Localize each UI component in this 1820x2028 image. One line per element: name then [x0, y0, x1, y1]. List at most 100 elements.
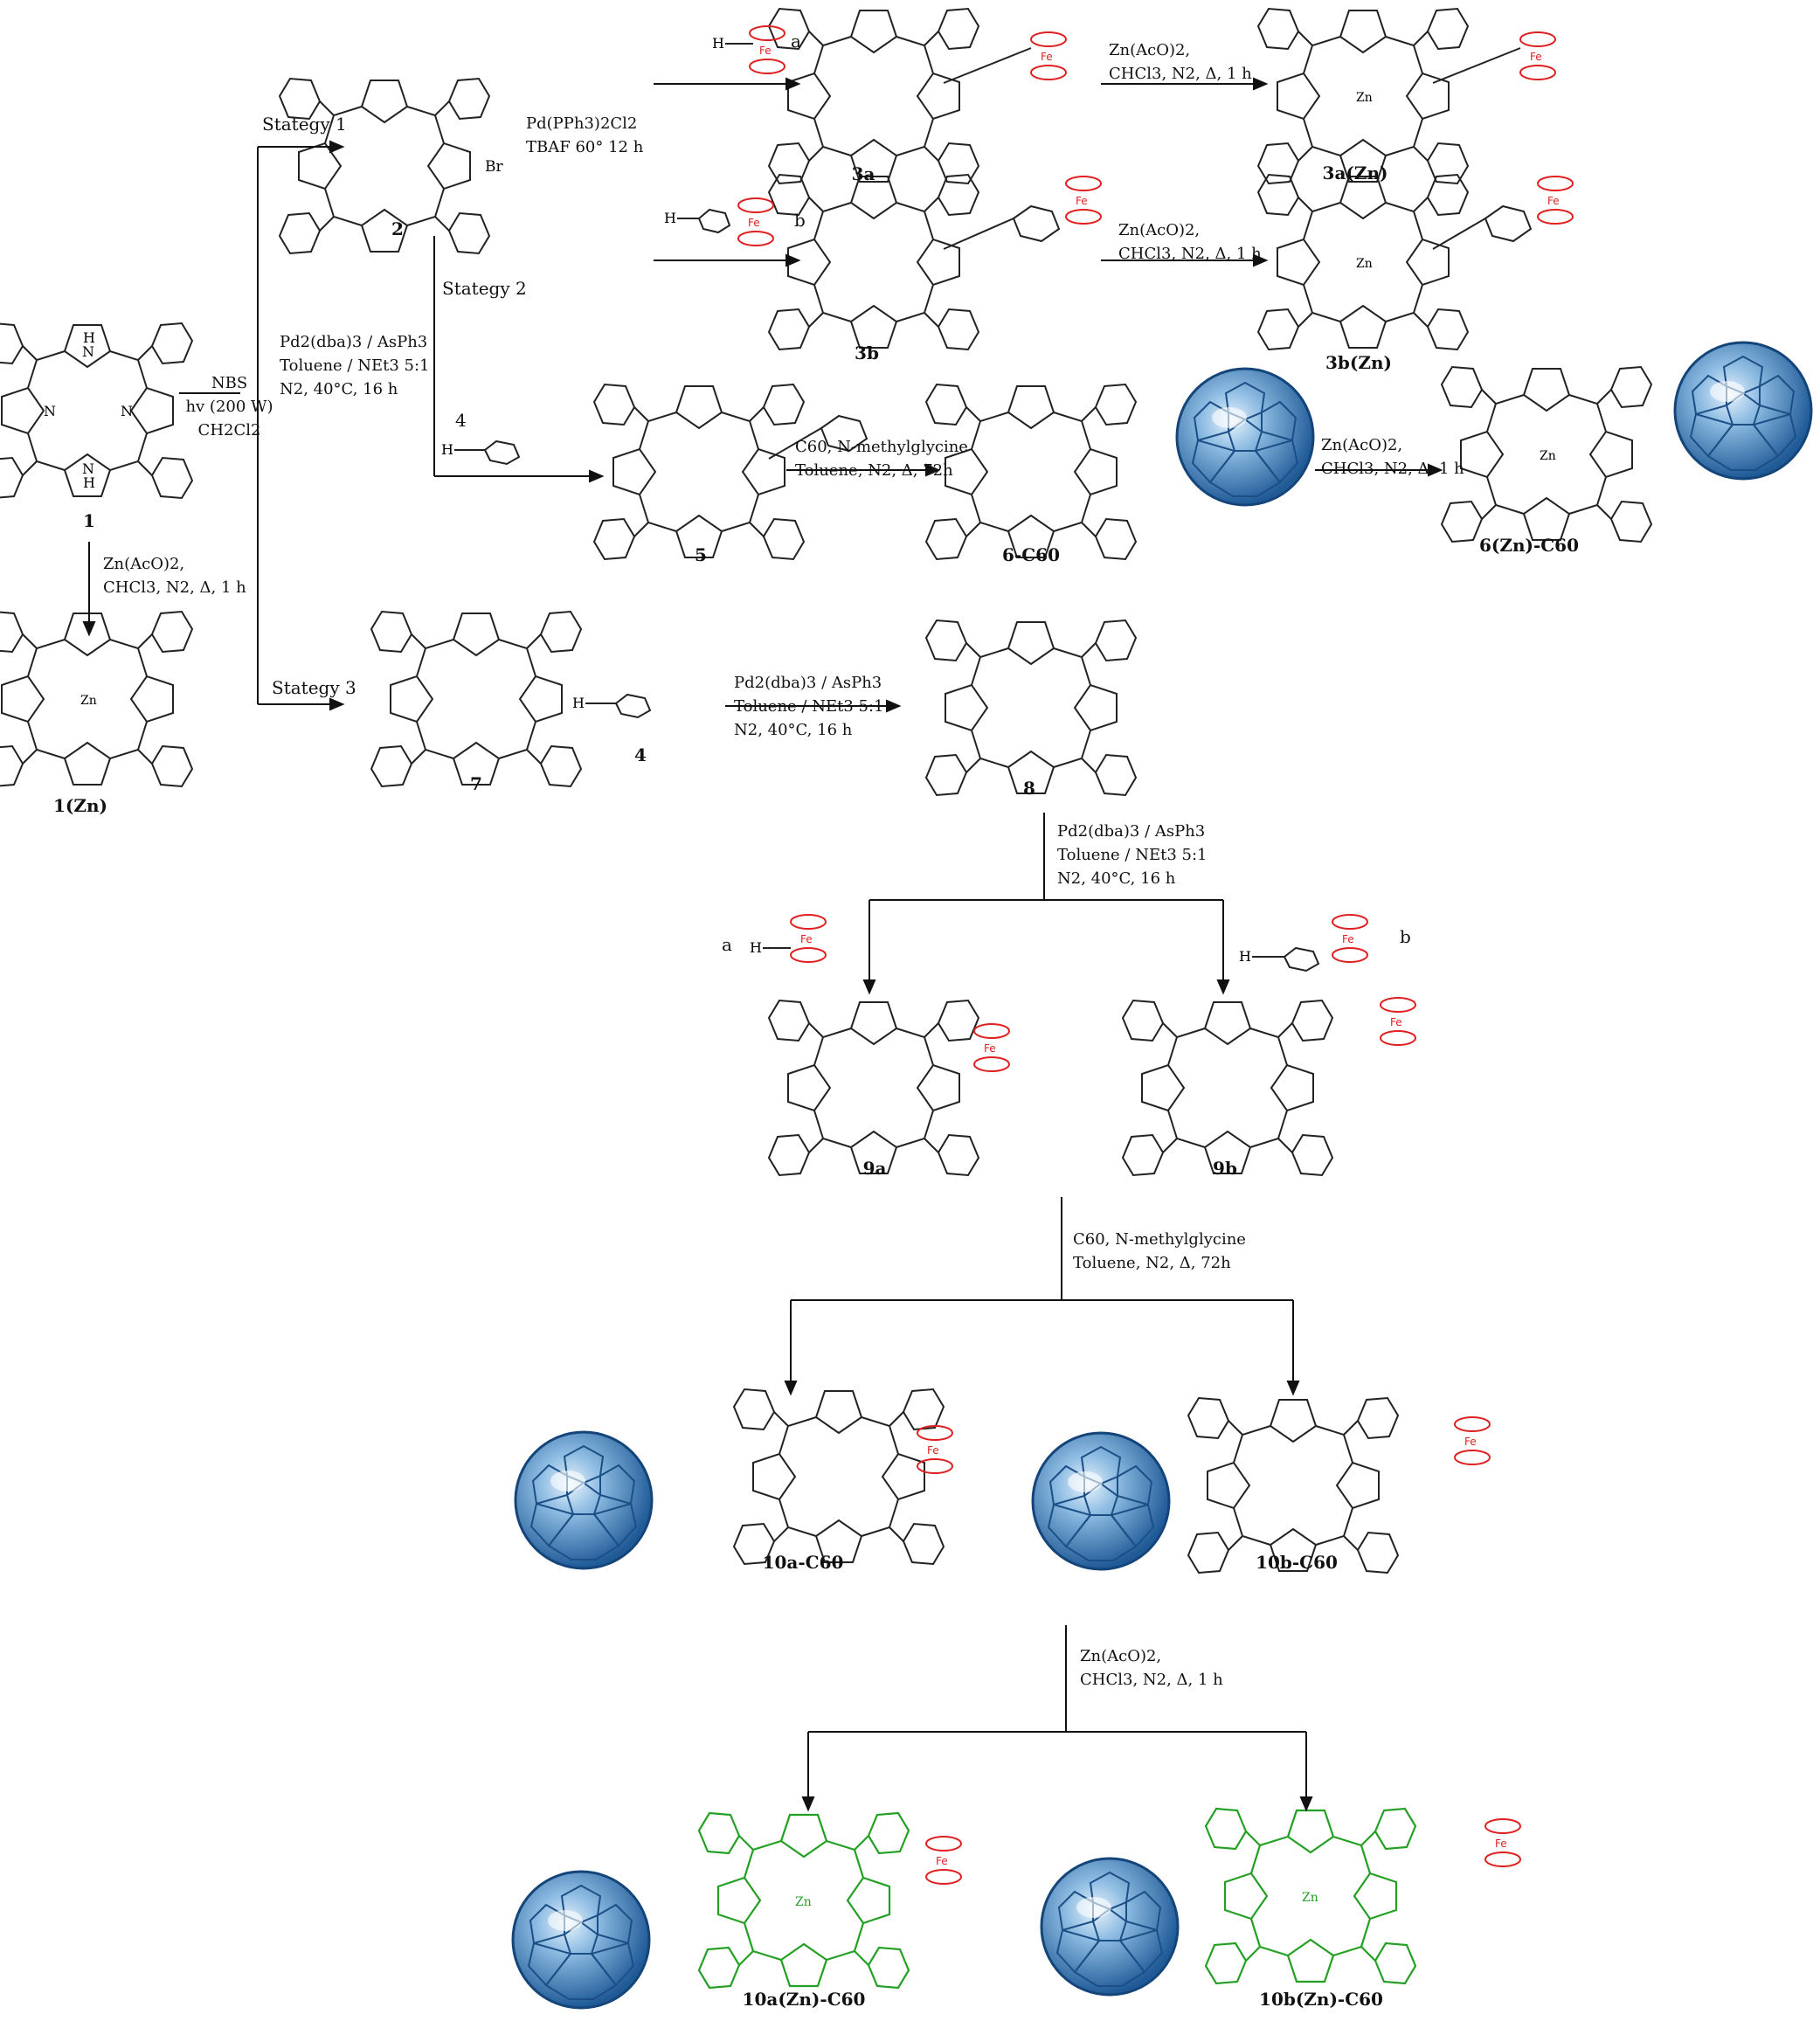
- compound-label-10a: 10a-C60: [762, 1552, 844, 1573]
- compound-label-3b: 3b: [855, 343, 879, 363]
- reagent-b-bottom: H: [1239, 914, 1368, 972]
- condition-line: Toluene / NEt3 5:1: [734, 697, 884, 716]
- condition-line: CH2Cl2: [197, 421, 261, 440]
- svg-text:H: H: [750, 939, 762, 956]
- condition-line: C60, N-methylglycine: [1073, 1230, 1246, 1249]
- svg-text:H: H: [441, 441, 453, 458]
- reagent-4-top: H: [441, 440, 521, 466]
- condition-line: Pd2(dba)3 / AsPh3: [1057, 822, 1206, 841]
- condition-line: Zn(AcO)2,: [103, 555, 185, 573]
- condition-line: CHCl3, N2, Δ, 1 h: [103, 578, 246, 597]
- conditions-pd-dba-lower: Pd2(dba)3 / AsPh3 Toluene / NEt3 5:1 N2,…: [1057, 820, 1207, 890]
- compound-label-5: 5: [695, 544, 707, 565]
- structure-6zn: Zn: [1441, 341, 1813, 543]
- condition-line: Pd2(dba)3 / AsPh3: [280, 333, 428, 351]
- condition-line: C60, N-methylglycine: [795, 438, 968, 456]
- structure-9a: [768, 1000, 1010, 1176]
- condition-line: NBS: [211, 374, 248, 392]
- svg-text:Zn: Zn: [80, 694, 97, 708]
- reagent-tag-b: b: [794, 210, 806, 231]
- compound-label-6: 6-C60: [1002, 544, 1060, 565]
- compound-label-3azn: 3a(Zn): [1322, 163, 1388, 183]
- svg-text:Zn: Zn: [795, 1895, 812, 1909]
- condition-line: Zn(AcO)2,: [1109, 41, 1191, 59]
- condition-line: hv (200 W): [185, 398, 273, 416]
- structure-3a: [768, 8, 1067, 184]
- conditions-zn-6: Zn(AcO)2, CHCl3, N2, Δ, 1 h: [1321, 433, 1464, 481]
- svg-text:N: N: [121, 403, 133, 419]
- compound-label-1: 1: [83, 510, 95, 531]
- condition-line: N2, 40°C, 16 h: [1057, 869, 1176, 888]
- structure-3bzn: Zn: [1257, 174, 1574, 350]
- svg-text:H: H: [83, 474, 95, 491]
- condition-line: TBAF 60° 12 h: [526, 138, 644, 156]
- compound-label-10b: 10b-C60: [1256, 1552, 1338, 1573]
- reagent-tag-a-bottom: a: [722, 934, 732, 955]
- svg-text:H: H: [1239, 948, 1251, 965]
- condition-line: CHCl3, N2, Δ, 1 h: [1080, 1671, 1223, 1689]
- compound-label-8: 8: [1023, 778, 1035, 799]
- structure-8: [925, 619, 1137, 796]
- reagent-a-bottom: H: [750, 914, 827, 963]
- condition-line: Pd(PPh3)2Cl2: [526, 114, 638, 133]
- compound-label-3bzn: 3b(Zn): [1325, 352, 1392, 373]
- svg-text:H: H: [712, 35, 724, 52]
- reagent-ethynylferrocene-top: H: [712, 25, 785, 74]
- structure-10bzn: Zn: [1040, 1807, 1521, 1997]
- strategy-1-label: Stategy 1: [262, 114, 347, 135]
- conditions-c60-bottom: C60, N-methylglycine Toluene, N2, Δ, 72h: [1073, 1228, 1246, 1275]
- condition-line: Zn(AcO)2,: [1080, 1647, 1162, 1665]
- condition-line: CHCl3, N2, Δ, 1 h: [1109, 65, 1252, 83]
- reagent-tag-b-bottom: b: [1400, 926, 1411, 947]
- compound-label-4-top: 4: [455, 410, 467, 431]
- condition-line: Zn(AcO)2,: [1321, 436, 1403, 454]
- condition-line: N2, 40°C, 16 h: [280, 380, 398, 398]
- svg-text:Zn: Zn: [1302, 1891, 1318, 1905]
- structure-6: [925, 367, 1315, 560]
- conditions-nbs: NBS hv (200 W) CH2Cl2: [179, 371, 280, 442]
- compound-label-1zn: 1(Zn): [53, 795, 107, 816]
- conditions-c60-top: C60, N-methylglycine Toluene, N2, Δ, 72h: [795, 435, 968, 482]
- compound-label-10bzn: 10b(Zn)-C60: [1259, 1989, 1383, 2010]
- condition-line: Toluene / NEt3 5:1: [1057, 846, 1208, 864]
- structure-7: [370, 611, 582, 787]
- condition-line: Pd2(dba)3 / AsPh3: [734, 674, 882, 692]
- condition-line: CHCl3, N2, Δ, 1 h: [1118, 245, 1262, 263]
- reaction-arrows: [82, 77, 1443, 1812]
- structure-10b: [1031, 1397, 1491, 1574]
- strategy-3-label: Stategy 3: [272, 677, 356, 698]
- structure-10azn: Zn: [511, 1811, 962, 2010]
- conditions-zn-3b: Zn(AcO)2, CHCl3, N2, Δ, 1 h: [1118, 218, 1262, 266]
- strategy-2-label: Stategy 2: [442, 278, 527, 299]
- structure-9b: [1122, 997, 1416, 1176]
- compound-label-9b: 9b: [1213, 1158, 1237, 1179]
- svg-text:H: H: [572, 695, 585, 711]
- conditions-zn-10: Zn(AcO)2, CHCl3, N2, Δ, 1 h: [1080, 1644, 1223, 1692]
- reagent-4-middle: H: [572, 693, 652, 719]
- svg-text:Zn: Zn: [1356, 257, 1373, 271]
- conditions-pd-dba-middle: Pd2(dba)3 / AsPh3 Toluene / NEt3 5:1 N2,…: [734, 671, 883, 742]
- reagent-ethynylphenylferrocene-top: H: [664, 197, 774, 246]
- svg-text:H: H: [83, 329, 95, 346]
- structure-1zn: Zn: [0, 611, 193, 787]
- conditions-zn-3a: Zn(AcO)2, CHCl3, N2, Δ, 1 h: [1109, 38, 1252, 86]
- structure-3b: [768, 174, 1102, 350]
- condition-line: CHCl3, N2, Δ, 1 h: [1321, 460, 1464, 478]
- compound-label-3a: 3a: [851, 163, 875, 184]
- condition-line: Toluene, N2, Δ, 72h: [1073, 1254, 1231, 1272]
- svg-text:N: N: [82, 343, 94, 360]
- conditions-pd-dba-top: Pd2(dba)3 / AsPh3 Toluene / NEt3 5:1 N2,…: [280, 330, 429, 401]
- structure-2: Br: [279, 78, 503, 254]
- condition-line: Toluene, N2, Δ, 72h: [795, 461, 953, 480]
- compound-label-4: 4: [634, 744, 647, 765]
- svg-text:Br: Br: [485, 158, 503, 176]
- reagent-tag-a: a: [791, 31, 801, 52]
- svg-text:N: N: [44, 403, 56, 419]
- svg-text:N: N: [82, 460, 94, 477]
- svg-text:H: H: [664, 210, 676, 226]
- compound-label-10azn: 10a(Zn)-C60: [742, 1989, 866, 2010]
- condition-line: Toluene / NEt3 5:1: [280, 356, 430, 375]
- compound-label-2: 2: [391, 218, 404, 239]
- conditions-zn-1: Zn(AcO)2, CHCl3, N2, Δ, 1 h: [103, 552, 246, 599]
